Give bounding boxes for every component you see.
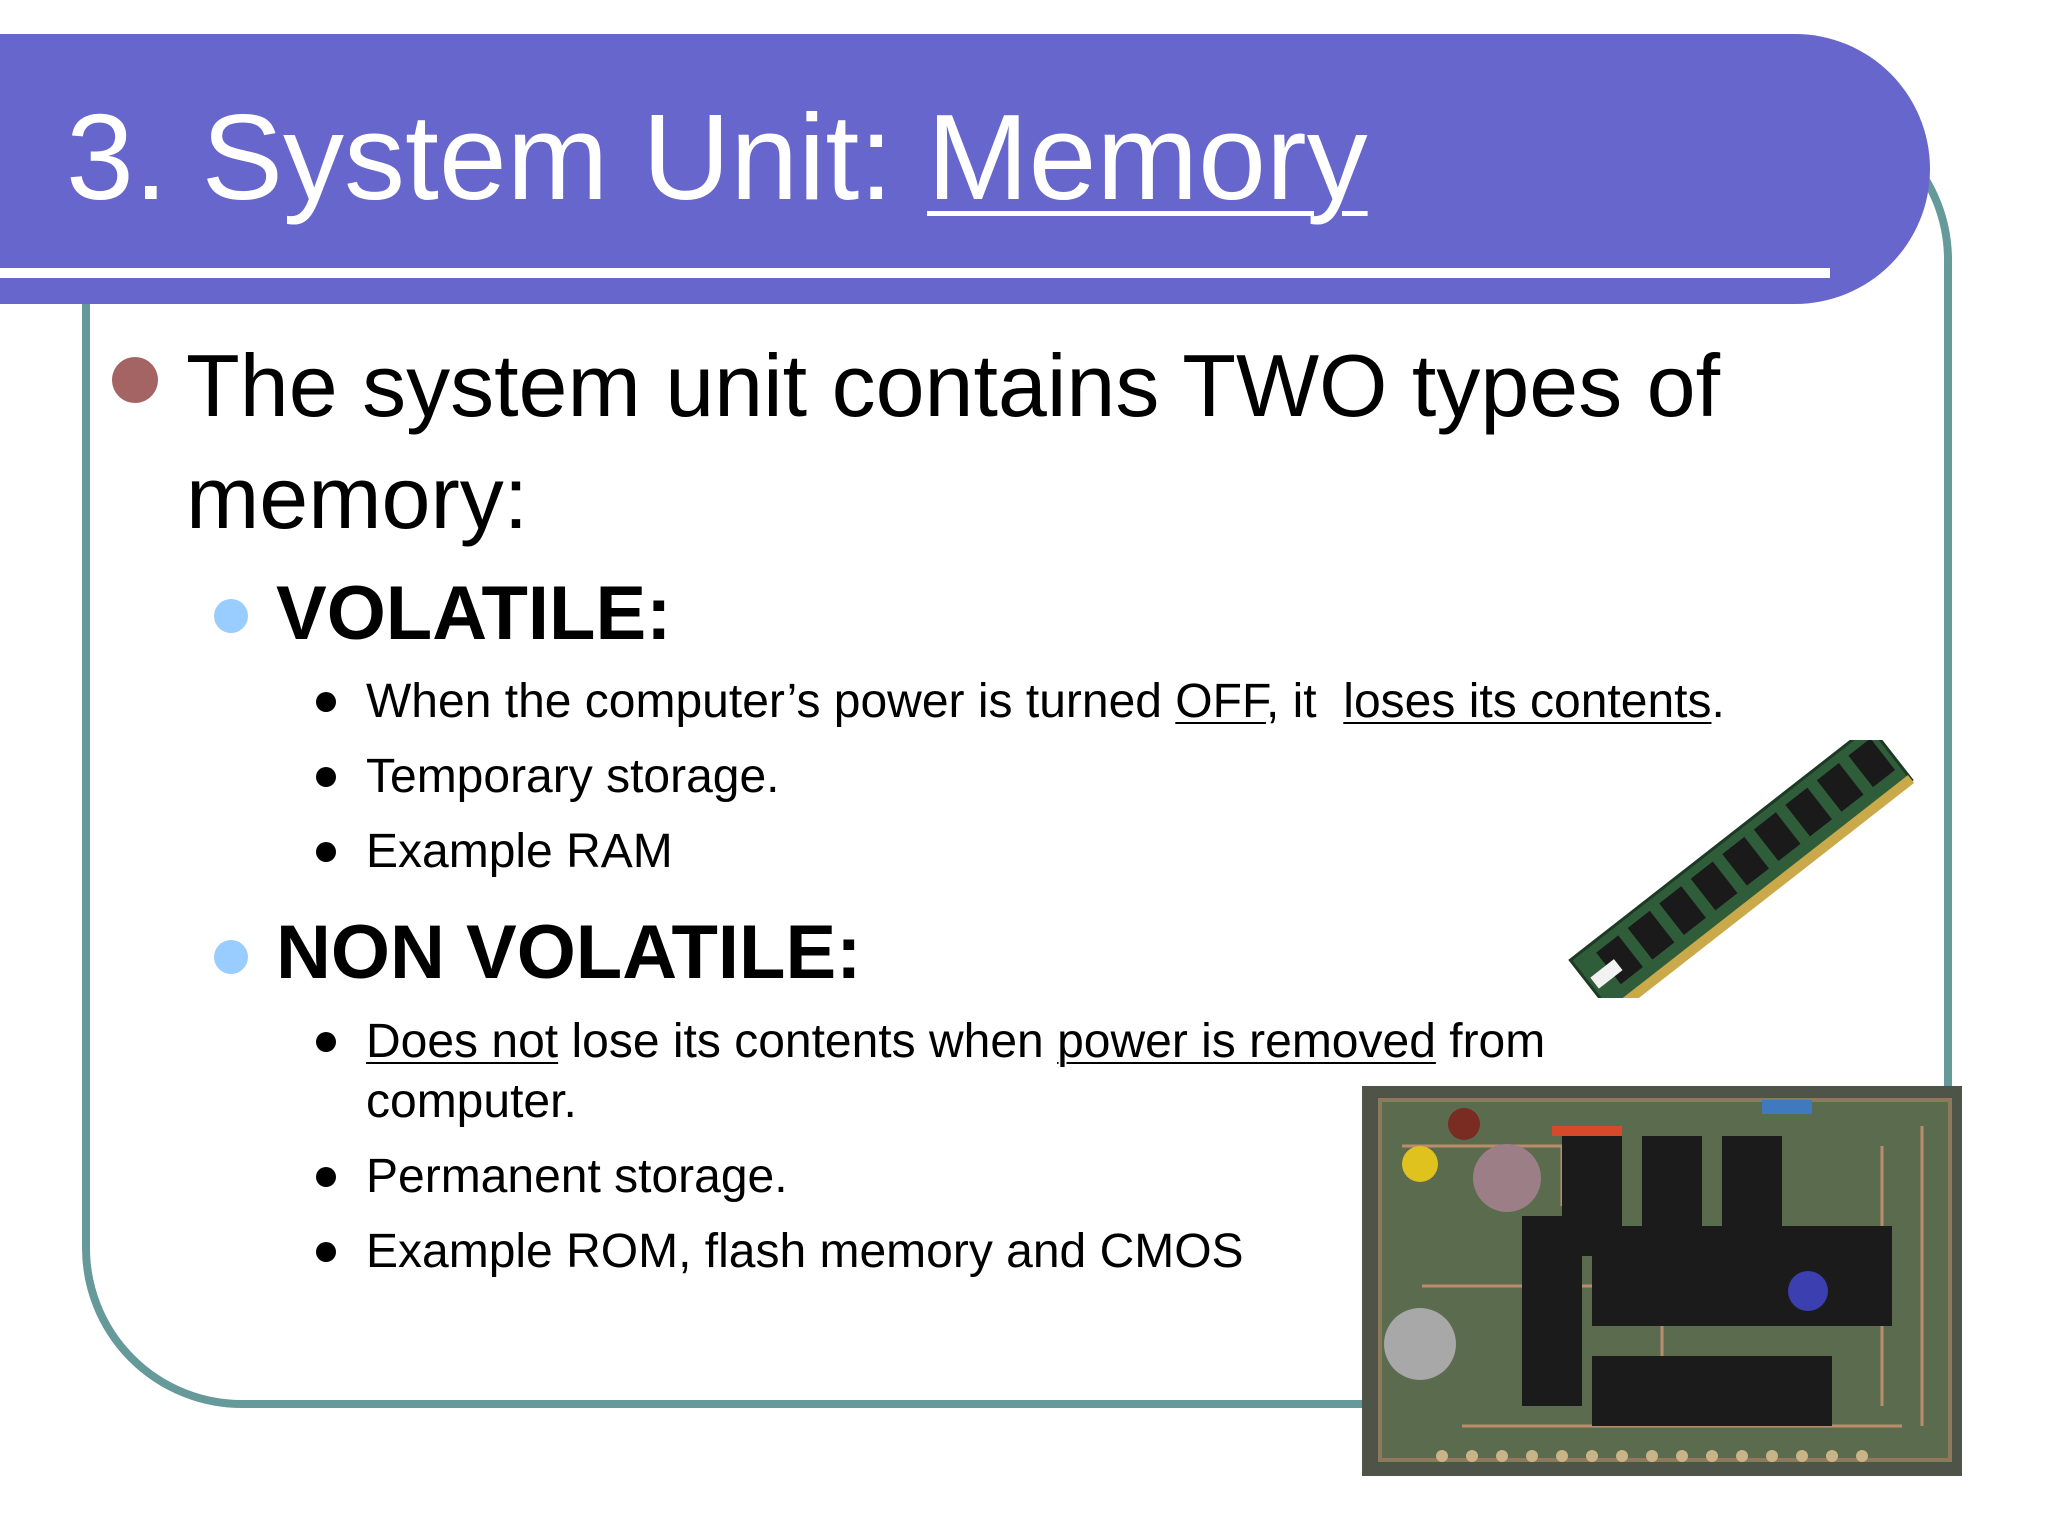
title-prefix: 3. System Unit:: [66, 89, 928, 225]
volatile-item-1: When the computer’s power is turned OFF,…: [366, 672, 1725, 732]
section-heading-volatile: VOLATILE:: [276, 571, 672, 656]
text-run: Example ROM, flash memory and CMOS: [366, 1225, 1244, 1278]
bullet-dot-level3: [316, 767, 336, 787]
bullet-dot-level1: [112, 357, 158, 403]
text-run-continuation: computer.: [366, 1075, 577, 1128]
intro-text: The system unit contains TWO types of me…: [186, 336, 1721, 547]
non-volatile-item-2: Permanent storage.: [366, 1147, 788, 1207]
title-underline-rule: [0, 268, 1830, 278]
text-run: from: [1435, 1015, 1546, 1068]
text-run: Permanent storage.: [366, 1150, 788, 1203]
text-run-underlined: loses its contents: [1343, 675, 1712, 728]
text-run: , it: [1265, 675, 1344, 728]
section-heading-non-volatile: NON VOLATILE:: [276, 910, 862, 995]
ram-stick-icon: [1568, 724, 1915, 1017]
rom-circuit-board-photo: [1362, 1086, 1962, 1476]
bullet-dot-level3: [316, 1242, 336, 1262]
bullet-dot-level3: [316, 842, 336, 862]
title-highlight: Memory: [927, 89, 1368, 225]
ram-module-photo: [1568, 724, 1915, 1017]
text-run: Example RAM: [366, 825, 673, 878]
bullet-dot-level3: [316, 1167, 336, 1187]
non-volatile-item-3: Example ROM, flash memory and CMOS: [366, 1222, 1244, 1282]
non-volatile-item-1: Does not lose its contents when power is…: [366, 1012, 1545, 1132]
text-run: lose its contents when: [558, 1015, 1058, 1068]
bullet-dot-level2: [214, 940, 248, 974]
bullet-dot-level3: [316, 1032, 336, 1052]
text-run-underlined: power is removed: [1057, 1015, 1436, 1068]
title-bar: [0, 34, 1930, 304]
circuit-board-icon: [1362, 1086, 1962, 1476]
bullet-dot-level2: [214, 599, 248, 633]
text-run-underlined: OFF: [1175, 675, 1266, 728]
text-run: Temporary storage.: [366, 750, 780, 803]
volatile-item-2: Temporary storage.: [366, 747, 780, 807]
bullet-dot-level3: [316, 692, 336, 712]
text-run: When the computer’s power is turned: [366, 675, 1176, 728]
text-run-underlined: Does not: [366, 1015, 559, 1068]
text-run: .: [1711, 675, 1725, 728]
volatile-item-3: Example RAM: [366, 822, 673, 882]
slide-title: 3. System Unit: Memory: [66, 96, 1368, 218]
